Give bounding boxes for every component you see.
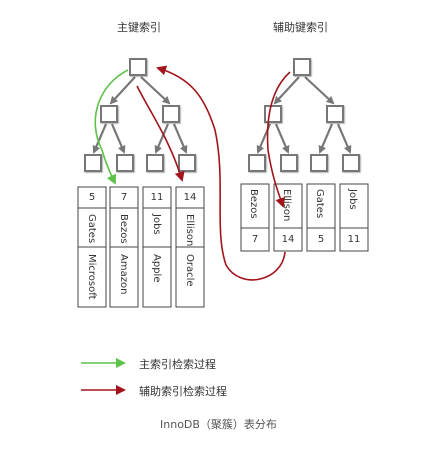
primary-record-name: Gates	[86, 214, 97, 244]
secondary-record-id: 11	[347, 234, 361, 245]
tree-edge	[273, 76, 300, 105]
tree-edge	[172, 123, 188, 154]
tree-edge	[154, 123, 170, 154]
primary-leaf-node	[84, 154, 102, 172]
secondary-record-name: Bezos	[248, 189, 259, 219]
primary-record-id: 14	[183, 192, 197, 203]
primary-record-company: Microsoft	[86, 254, 97, 300]
tree-edge	[110, 123, 126, 154]
primary-record-id: 7	[120, 192, 128, 203]
primary-record-company: Oracle	[184, 254, 195, 287]
primary-record-id: 5	[88, 192, 96, 203]
primary-index-title: 主键索引	[117, 21, 161, 34]
primary-record-name: Ellison	[184, 214, 195, 247]
tree-edge	[304, 76, 335, 105]
secondary-record-box	[306, 183, 336, 252]
secondary-internal-node	[326, 105, 344, 123]
legend-primary-label: 主索引检索过程	[139, 358, 216, 371]
primary-record-company: Amazon	[118, 254, 129, 295]
secondary-leaf-node	[280, 154, 298, 172]
tree-edges	[92, 76, 352, 154]
secondary-search-path-arrow	[266, 71, 291, 208]
lookup-back-arrow	[156, 65, 286, 281]
primary-leaf-node	[178, 154, 196, 172]
diagram-caption: InnoDB（聚簇）表分布	[160, 418, 277, 431]
primary-record-name: Bezos	[118, 214, 129, 244]
secondary-record-box	[339, 183, 369, 252]
primary-internal-node	[162, 105, 180, 123]
secondary-record-name: Ellison	[281, 189, 292, 222]
search-path-arrows	[81, 65, 291, 395]
tree-edge	[140, 76, 171, 105]
primary-leaf-node	[146, 154, 164, 172]
primary-search-path-arrow	[94, 69, 129, 185]
secondary-leaf-node	[342, 154, 360, 172]
legend-secondary-label: 辅助索引检索过程	[139, 385, 227, 398]
tree-edge	[109, 76, 136, 105]
secondary-record-id: 7	[251, 234, 259, 245]
secondary-internal-node	[264, 105, 282, 123]
tree-edge	[274, 123, 290, 154]
secondary-record-id: 5	[317, 234, 325, 245]
tree-nodes	[84, 58, 360, 172]
tree-edge	[336, 123, 352, 154]
secondary-leaf-node	[310, 154, 328, 172]
primary-record-company: Apple	[151, 254, 162, 283]
secondary-leaf-node	[248, 154, 266, 172]
primary-record-name: Jobs	[151, 214, 162, 235]
primary-record-id: 11	[150, 192, 164, 203]
primary-search-path-arrow-red	[136, 85, 185, 182]
secondary-record-name: Jobs	[347, 189, 358, 210]
record-boxes	[77, 183, 369, 308]
secondary-index-title: 辅助键索引	[273, 21, 328, 34]
primary-internal-node	[100, 105, 118, 123]
secondary-root-node	[293, 58, 311, 76]
tree-edge	[318, 123, 334, 154]
secondary-record-id: 14	[281, 234, 295, 245]
tree-edge	[92, 123, 108, 154]
secondary-record-name: Gates	[314, 189, 325, 219]
primary-root-node	[129, 58, 147, 76]
primary-leaf-node	[116, 154, 134, 172]
secondary-record-box	[240, 183, 270, 252]
